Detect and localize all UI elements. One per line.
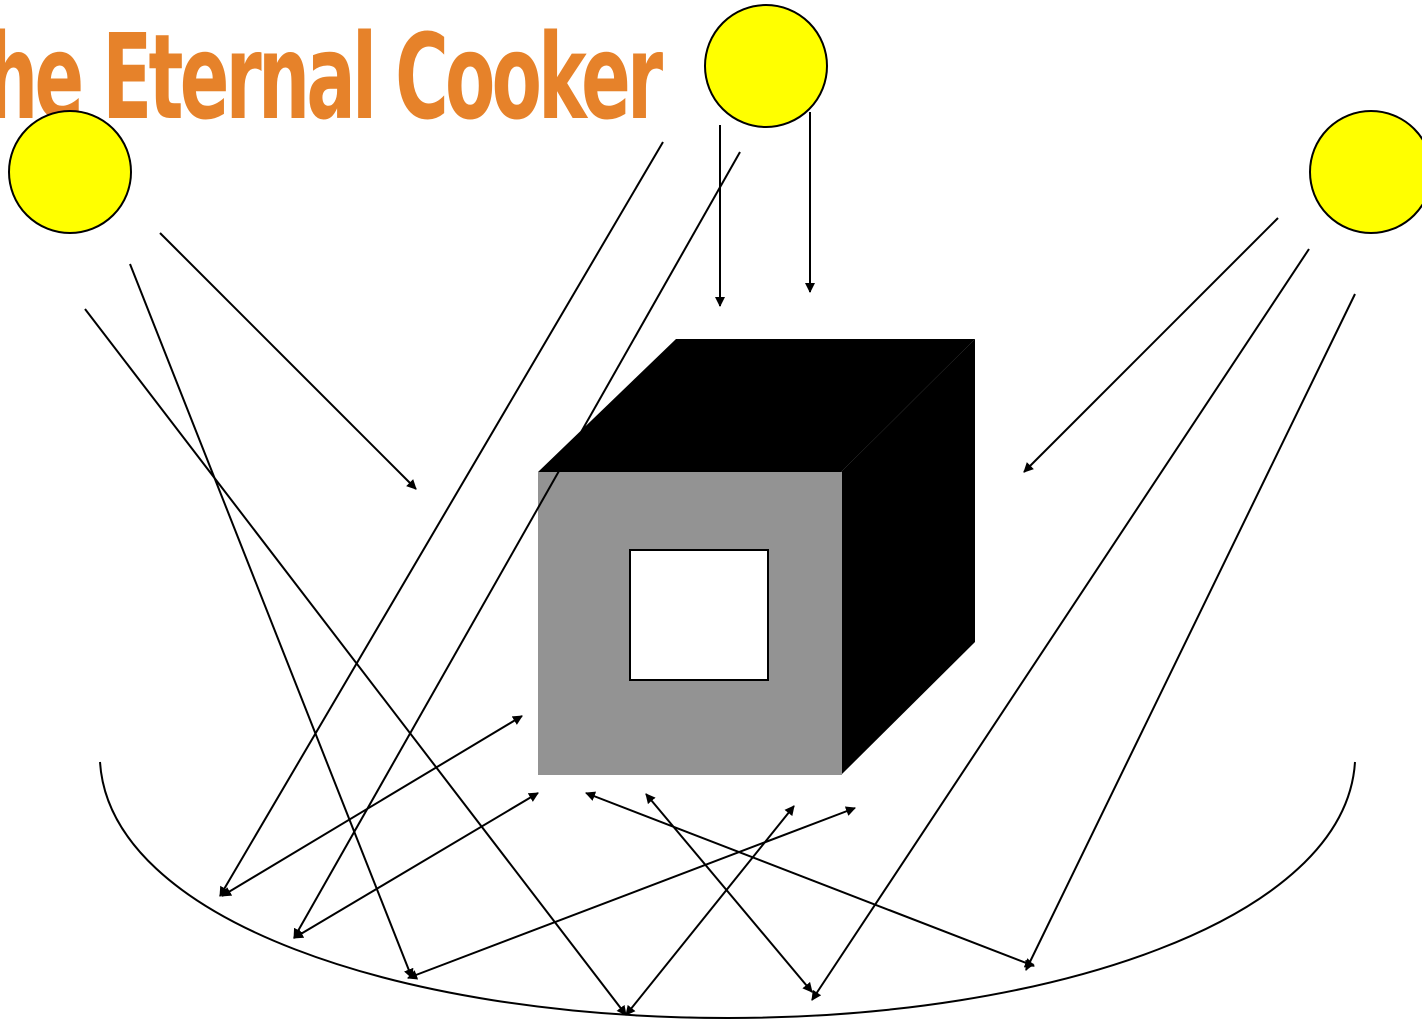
sun-ray-arrow — [1026, 294, 1355, 970]
reflected-ray-arrow — [294, 793, 538, 938]
reflected-ray-arrow — [626, 806, 794, 1015]
sun-ray-arrow — [1024, 218, 1278, 472]
reflected-ray-arrow — [586, 793, 1034, 966]
suns-group — [9, 5, 1422, 233]
reflected-ray-arrow — [408, 808, 855, 978]
box-window — [630, 550, 768, 680]
sun-icon — [705, 5, 827, 127]
sun-ray-arrow — [130, 264, 412, 978]
reflected-ray-arrow — [222, 716, 522, 896]
sun-ray-arrow — [160, 233, 416, 489]
reflected-ray-arrow — [646, 794, 812, 992]
sun-icon — [9, 111, 131, 233]
sun-icon — [1310, 111, 1422, 233]
cooker-box-icon — [538, 339, 975, 775]
